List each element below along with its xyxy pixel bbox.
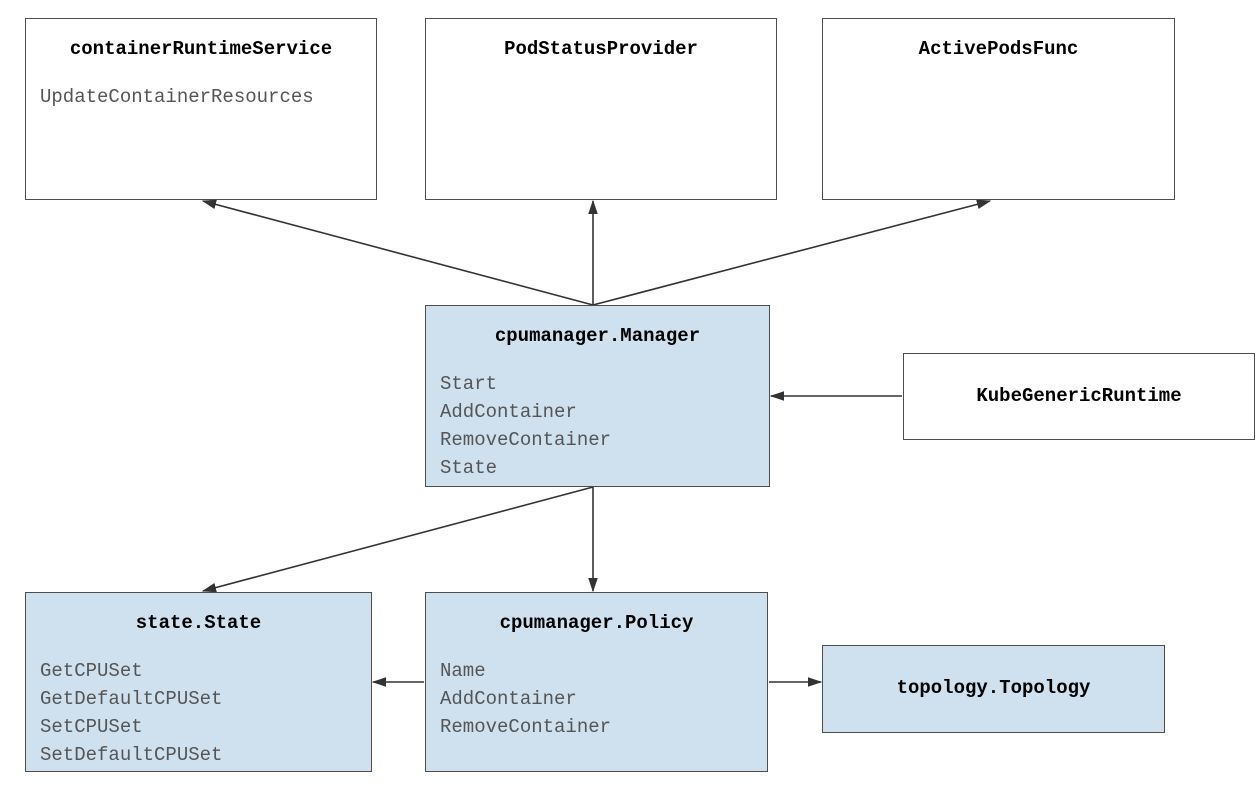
node-title-state-state: state.State (135, 612, 262, 634)
node-member: SetCPUSet (40, 716, 143, 739)
node-members-container-runtime-service: UpdateContainerResources (26, 83, 376, 111)
node-member: SetDefaultCPUSet (40, 744, 223, 767)
node-member: UpdateContainerResources (40, 85, 314, 108)
edge-manager-to-state-state (201, 486, 594, 593)
node-member: AddContainer (440, 687, 577, 710)
node-title-container-runtime-service: containerRuntimeService (69, 38, 333, 60)
node-member: RemoveContainer (440, 429, 612, 452)
node-active-pods-func[interactable]: ActivePodsFunc (822, 18, 1175, 200)
node-member: State (440, 457, 498, 480)
node-member: AddContainer (440, 400, 577, 423)
node-member: Name (440, 659, 486, 682)
node-member: GetCPUSet (40, 659, 143, 682)
edge-manager-to-active-pods-func (592, 199, 992, 306)
node-member: Start (440, 372, 498, 395)
node-kube-generic-runtime[interactable]: KubeGenericRuntime (903, 353, 1255, 440)
node-member: RemoveContainer (440, 716, 612, 739)
node-title-cpumanager-manager: cpumanager.Manager (494, 325, 701, 347)
node-title-pod-status-provider: PodStatusProvider (504, 38, 698, 60)
edge-manager-to-container-runtime-service (201, 199, 594, 306)
node-title-active-pods-func: ActivePodsFunc (918, 38, 1079, 60)
node-pod-status-provider[interactable]: PodStatusProvider (425, 18, 777, 200)
node-topology-topology[interactable]: topology.Topology (822, 645, 1165, 733)
node-member: GetDefaultCPUSet (40, 687, 223, 710)
node-title-kube-generic-runtime: KubeGenericRuntime (976, 384, 1182, 407)
node-title-cpumanager-policy: cpumanager.Policy (499, 612, 694, 634)
node-title-topology-topology: topology.Topology (896, 677, 1091, 700)
